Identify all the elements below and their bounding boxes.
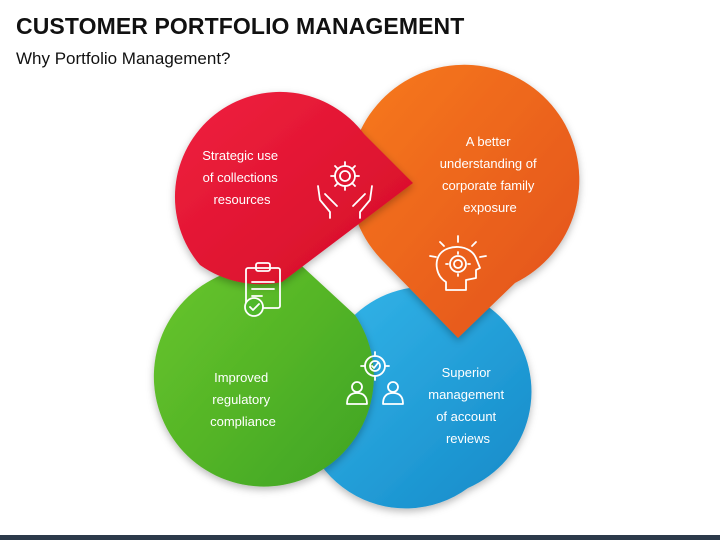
head-gear-bulb-icon xyxy=(429,235,487,291)
petal-red-text: Strategic use of collections resources xyxy=(202,148,282,207)
petal-orange-text: A better understanding of corporate fami… xyxy=(440,134,540,215)
slide-subtitle: Why Portfolio Management? xyxy=(16,49,231,68)
gear-hands-icon xyxy=(317,161,373,219)
team-gear-icon xyxy=(346,351,404,405)
petal-red xyxy=(174,91,413,285)
petal-blue-text: Superior management of account reviews xyxy=(428,365,508,446)
footer-bar xyxy=(0,535,720,540)
petal-orange xyxy=(349,64,580,338)
petal-green xyxy=(153,232,374,487)
clipboard-check-icon xyxy=(244,262,281,317)
petal-green-text: Improved regulatory compliance xyxy=(210,370,276,429)
slide-title: CUSTOMER PORTFOLIO MANAGEMENT xyxy=(16,13,465,39)
